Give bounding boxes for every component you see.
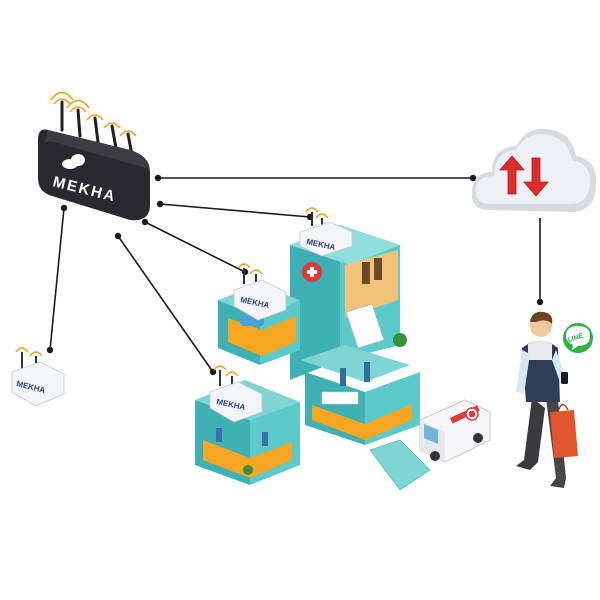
link-router-ap-top	[159, 203, 311, 218]
hospital-building	[195, 225, 431, 491]
router-cloud-logo-icon	[62, 154, 85, 169]
cloud-server	[471, 128, 597, 212]
access-point-left: MEKHA	[233, 263, 287, 321]
access-point-top: MEKHA	[299, 207, 353, 257]
router-device: MEKHA	[38, 91, 150, 221]
user-with-phone	[516, 311, 578, 488]
connection-lines	[49, 177, 541, 373]
link-router-ap-left	[144, 221, 246, 273]
line-chat-label: LINE	[567, 332, 585, 344]
sync-arrows-icon	[499, 155, 549, 197]
ambulance	[419, 399, 491, 463]
link-router-standalone-ap	[49, 207, 65, 351]
link-router-ap-bottom	[117, 235, 214, 373]
access-point-bottom: MEKHA	[209, 365, 263, 423]
stairs	[345, 303, 385, 349]
phone-icon	[561, 372, 568, 384]
line-chat-badge: LINE	[561, 321, 595, 355]
wifi-signal-icon	[50, 91, 137, 137]
standalone-access-point: MEKHA	[11, 347, 65, 407]
